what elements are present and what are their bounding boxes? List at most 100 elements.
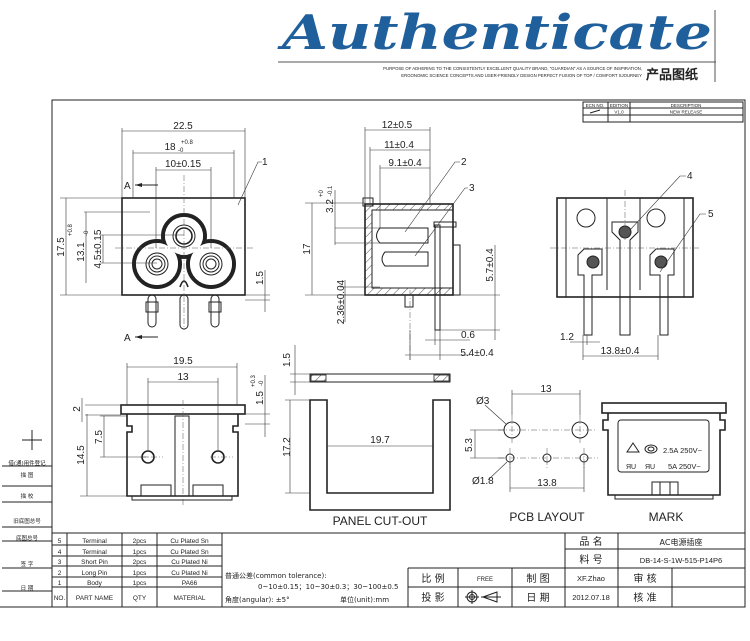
certification-triangle-icon [626,442,640,453]
ul-mark-icon: ЯU [626,464,636,471]
short-pin [381,251,429,267]
terminal-pin [434,224,441,331]
tolerance-line-2: 0~10±0.15；10~30±0.3；30~100±0.5 [258,583,399,591]
part-material: Cu Plated Sn [170,538,209,545]
dim-width: 22.5 [173,121,193,132]
rating-2: 5A 250V~ [668,462,701,471]
dim-pin-offset: 5.4±0.4 [460,348,494,359]
side-view: 12±0.5 11±0.4 9.1±0.4 17 3.2 +0 -0.1 2.3… [302,120,500,360]
part-name: Terminal [82,538,107,545]
brand-header: Authenticate PURPOSE OF ADHERING TO THE … [277,5,716,83]
brand-logo: Authenticate [277,5,712,61]
part-name: Long Pin [82,570,108,577]
tolerance-line-1: 普通公差(common tolerance): [225,571,327,580]
bottom-body [126,414,239,497]
part-name: Short Pin [81,559,108,566]
part-no-label: 料 号 [579,553,602,566]
projection-symbol-icon [465,590,501,604]
dim-depth: 12±0.5 [382,120,413,131]
dim-large-hole-dia: Ø3 [476,396,490,407]
part-no: 3 [58,559,62,566]
rating-1: 2.5A 250V~ [663,446,703,455]
dim-tol-upper: +0.8 [68,223,74,236]
title-block: 品 名 AC电源插座 料 号 DB-14-S-1W-515-P14P6 比 例 … [407,533,745,607]
drawn-label: 制 图 [526,572,549,585]
callout-4: 4 [687,171,693,182]
section-mark-bottom: A [124,333,131,344]
parts-header-name: PART NAME [76,595,114,602]
part-qty: 1pcs [133,570,147,577]
dim-tol-upper: +0.3 [251,374,257,387]
dim-pin-offset: 4.5±0.15 [93,229,104,268]
dim-tol-upper: +0.8 [181,140,194,146]
dim-depth-3: 9.1±0.4 [388,158,422,169]
part-no: 1 [58,580,62,587]
dim-panel-thickness: 1.5 [255,391,266,405]
margin-label: 底图总号 [16,534,39,542]
part-qty: 1pcs [133,549,147,556]
dim-tol-lower: -0 [178,148,184,154]
part-name: Body [87,580,103,587]
dim-flange: 2 [72,406,83,412]
dim-pin-spacing: 13.8 [537,478,557,489]
tagline-2: ERGONOMIC SCIENCE CONCEPTS AND USER-FRIE… [401,73,642,78]
margin-label: 借(通)用件登记 [8,459,46,467]
projection-label: 投 影 [421,591,444,604]
pcb-layout: 13 Ø3 5.3 Ø1.8 13.8 PCB LAYOUT [464,384,598,524]
drawing-frame [51,99,746,608]
trefoil-inlet [132,213,236,289]
subtitle: 产品图纸 [646,67,698,83]
dim-tol-lower: -0 [259,380,265,386]
part-no: 4 [58,549,62,556]
front-view: 22.5 18 +0.8 -0 10±0.15 17.5 13.1 +0.8 -… [56,121,270,344]
margin-label: 描 校 [21,492,34,500]
rev-header-description: DESCRIPTION [671,103,702,108]
rev-ecn-slash [589,109,601,114]
part-no: 5 [58,538,62,545]
name-label: 品 名 [579,535,602,548]
dim-pin-spacing: 13 [177,372,189,383]
drawing-date: 2012.07.18 [572,593,610,602]
part-material: PA66 [182,580,198,587]
panel-cutout: 1.5 17.2 19.7 PANEL CUT-OUT [282,345,451,528]
part-material: Cu Plated Sn [170,549,209,556]
rev-header-edition: EDITION [610,103,628,108]
scale-label: 比 例 [421,572,444,585]
callout-3: 3 [469,183,475,194]
terminal-4 [611,221,639,336]
dim-hole-spacing: 13 [540,384,552,395]
ccc-mark-icon [644,444,658,454]
dim-row-offset: 5.3 [464,438,475,452]
part-qty: 2pcs [133,538,147,545]
dim-terminal-spacing: 13.8±0.4 [601,346,640,357]
review-label: 审 核 [633,572,656,585]
dim-height: 17 [302,243,313,255]
part-number: DB-14-S-1W-515-P14P6 [640,556,722,565]
tolerance-unit: 单位(unit):mm [340,595,389,604]
section-mark-top: A [124,181,131,192]
part-material: Cu Plated Ni [171,559,208,566]
revision-table: ECN NO. EDITION DESCRIPTION V1.0 NEW REL… [582,101,744,123]
dim-tol-upper: +0 [319,189,325,197]
mark-label: MARK [649,510,684,524]
cul-mark-icon: ЯU [645,464,655,471]
part-qty: 2pcs [133,559,147,566]
dim-width: 19.5 [173,356,193,367]
dim-cutout-height: 17.2 [282,437,293,457]
dim-tol-lower: -0 [84,230,90,236]
cutout-outline [309,399,451,511]
scale-value: FREE [477,577,493,583]
front-pins [145,294,222,330]
dim-small-hole-dia: Ø1.8 [472,476,494,487]
margin-label: 签 字 [21,560,34,568]
bottom-view: 19.5 13 2 7.5 14.5 1.5 +0.3 -0 [72,356,270,505]
parts-header-material: MATERIAL [173,595,205,602]
rev-description: NEW RELEASE [670,110,703,115]
date-label: 日 期 [526,592,549,604]
dim-standoff: 1.5 [255,271,266,285]
callout-5: 5 [708,209,714,220]
dim-cutout-width: 19.7 [370,435,390,446]
dim-height: 14.5 [76,445,87,465]
pcb-layout-label: PCB LAYOUT [509,510,585,524]
